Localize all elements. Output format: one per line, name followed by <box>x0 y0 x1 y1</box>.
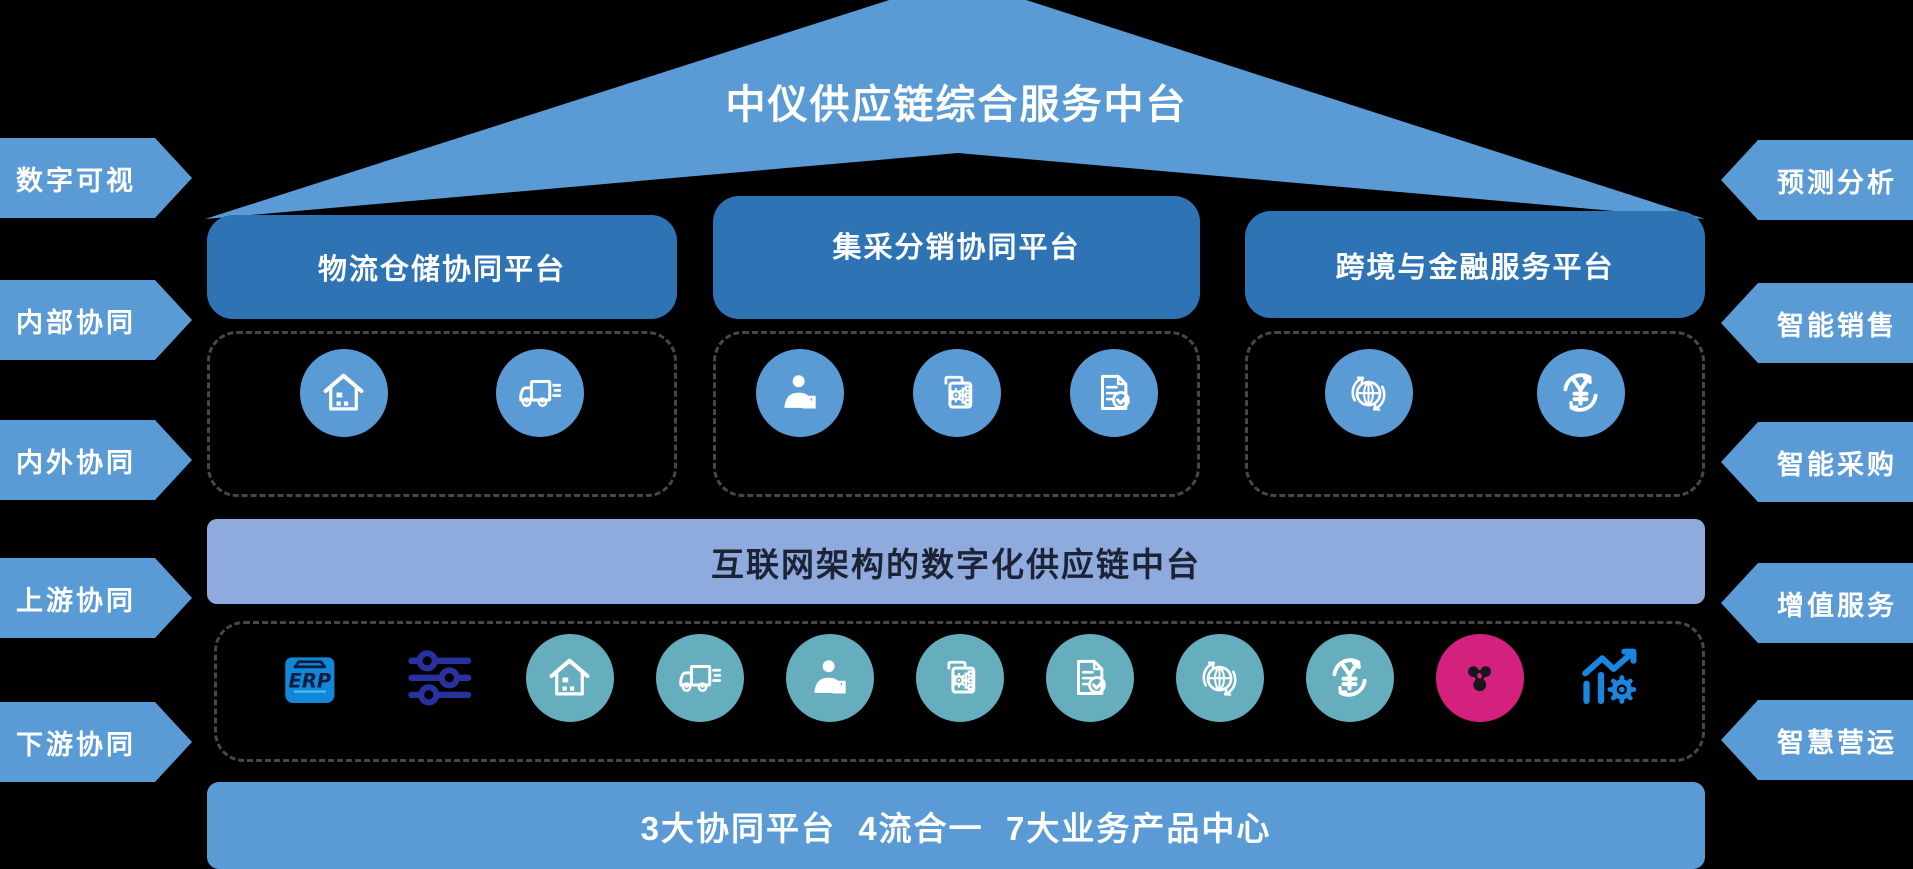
platform-title: 集采分销协同平台 <box>832 231 1081 264</box>
truck-icon <box>496 349 584 437</box>
bottom-summary-label: 3大协同平台 4流合一 7大业务产品中心 <box>640 809 1272 847</box>
document-check-icon <box>1069 349 1158 437</box>
side-label-text: 智能销售 <box>1777 310 1897 341</box>
truck-icon <box>655 634 744 722</box>
side-label-text: 下游协同 <box>16 729 136 760</box>
order-process-icon <box>915 634 1004 722</box>
warehouse-icon <box>525 634 614 722</box>
document-check-icon <box>1045 634 1134 722</box>
side-label-digital-visibility: 数字可视 <box>0 138 192 218</box>
product-center-icon-row <box>214 621 1705 762</box>
platform-header-logistics-warehousing: 物流仓储协同平台 <box>207 215 677 319</box>
side-label-text: 智慧营运 <box>1777 727 1897 758</box>
warehouse-icon <box>300 349 388 437</box>
platform-header-crossborder-finance: 跨境与金融服务平台 <box>1245 211 1705 318</box>
side-label-downstream-collaboration: 下游协同 <box>0 702 192 782</box>
currency-exchange-icon <box>1537 349 1625 437</box>
platform-icons-logistics-warehousing <box>207 331 677 497</box>
side-label-text: 增值服务 <box>1777 590 1897 621</box>
middle-band-digital-supply-chain: 互联网架构的数字化供应链中台 <box>207 519 1705 604</box>
side-label-smart-procurement: 智能采购 <box>1721 422 1913 502</box>
currency-exchange-icon <box>1305 634 1394 722</box>
bottom-summary-bar: 3大协同平台 4流合一 7大业务产品中心 <box>207 782 1705 869</box>
procurement-agent-icon <box>785 634 874 722</box>
diagram-title: 中仪供应链综合服务中台 <box>725 83 1188 127</box>
side-label-smart-sales: 智能销售 <box>1721 283 1913 363</box>
procurement-agent-icon <box>755 349 844 437</box>
side-label-forecast-analysis: 预测分析 <box>1721 140 1913 220</box>
side-label-text: 内部协同 <box>16 307 136 338</box>
side-label-text: 内外协同 <box>16 447 136 478</box>
platform-icons-procurement-distribution <box>713 331 1200 497</box>
global-trade-icon <box>1175 634 1264 722</box>
platform-title: 物流仓储协同平台 <box>317 254 566 286</box>
side-label-text: 数字可视 <box>16 165 136 196</box>
global-trade-icon <box>1325 349 1413 437</box>
analytics-gear-icon <box>1566 634 1654 722</box>
side-label-text: 预测分析 <box>1777 167 1897 198</box>
side-label-smart-operations: 智慧营运 <box>1721 700 1913 780</box>
share-network-icon <box>1435 634 1524 722</box>
side-label-internal-collaboration: 内部协同 <box>0 280 192 360</box>
platform-title: 跨境与金融服务平台 <box>1335 251 1615 284</box>
platform-header-procurement-distribution: 集采分销协同平台 <box>713 196 1200 319</box>
side-label-internal-external-collaboration: 内外协同 <box>0 420 192 500</box>
sliders-icon <box>396 634 484 722</box>
middle-band-label: 互联网架构的数字化供应链中台 <box>711 545 1201 583</box>
platform-icons-crossborder-finance <box>1245 331 1705 497</box>
side-label-text: 上游协同 <box>16 585 136 616</box>
erp-icon <box>266 634 354 722</box>
side-label-text: 智能采购 <box>1777 449 1897 480</box>
side-label-upstream-collaboration: 上游协同 <box>0 558 192 638</box>
order-process-icon <box>912 349 1001 437</box>
side-label-value-added-services: 增值服务 <box>1721 563 1913 643</box>
